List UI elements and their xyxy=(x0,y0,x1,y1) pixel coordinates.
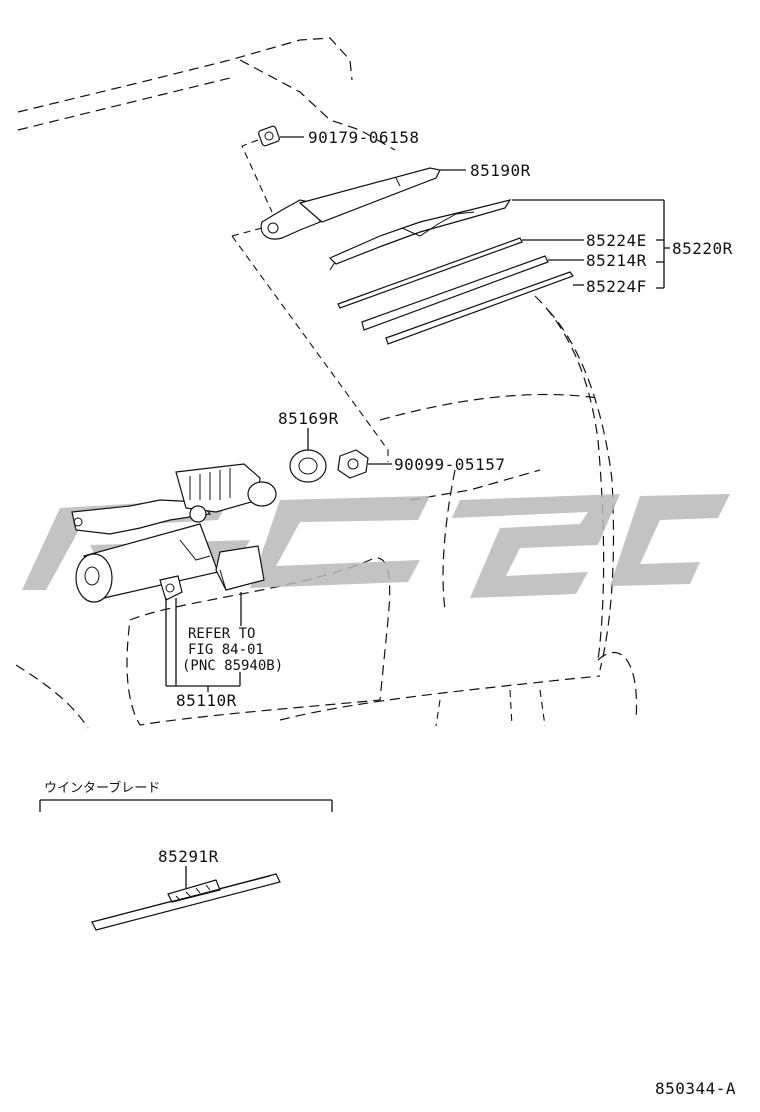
nut-90179-06158[interactable] xyxy=(258,125,304,147)
diagram-id: 850344-A xyxy=(655,1079,736,1098)
label-85291R[interactable]: 85291R xyxy=(158,847,219,866)
label-85214R[interactable]: 85214R xyxy=(586,251,647,270)
label-85190R[interactable]: 85190R xyxy=(470,161,531,180)
refer-note-line3: (PNC 85940B) xyxy=(182,658,283,674)
leader-arm-pivot-link xyxy=(231,227,263,237)
leader-nut-to-arm xyxy=(241,139,273,213)
label-85224F[interactable]: 85224F xyxy=(586,277,647,296)
wiper-arm-85190R[interactable] xyxy=(260,167,466,240)
blade-rubber-85224F[interactable] xyxy=(385,271,574,345)
refer-note-line2: FIG 84-01 xyxy=(188,642,264,658)
bracket-85110R xyxy=(165,598,241,692)
wiper-motor-85110R[interactable] xyxy=(71,463,277,603)
label-85110R[interactable]: 85110R xyxy=(176,691,237,710)
pivot-nut-90099-05157[interactable] xyxy=(337,449,392,479)
vehicle-body-outline xyxy=(15,37,638,729)
bracket-85220R xyxy=(512,199,670,289)
blade-rubber-85224E[interactable] xyxy=(337,237,523,309)
section-title-winter-blade: ウインターブレード xyxy=(44,780,160,796)
refer-note-line1: REFER TO xyxy=(188,626,255,642)
label-90099-05157[interactable]: 90099-05157 xyxy=(394,455,505,474)
wiper-blade-frame[interactable] xyxy=(328,199,512,271)
pivot-seal-85169R[interactable] xyxy=(289,449,327,483)
label-85224E[interactable]: 85224E xyxy=(586,231,647,250)
label-90179-06158[interactable]: 90179-06158 xyxy=(308,128,419,147)
blade-insert-85214R[interactable] xyxy=(361,255,549,331)
label-85220R[interactable]: 85220R xyxy=(672,239,733,258)
label-85169R[interactable]: 85169R xyxy=(278,409,339,428)
section-bracket xyxy=(39,799,333,812)
leader-arm-to-pivot xyxy=(231,235,389,462)
winter-blade-85291R[interactable] xyxy=(91,873,281,931)
